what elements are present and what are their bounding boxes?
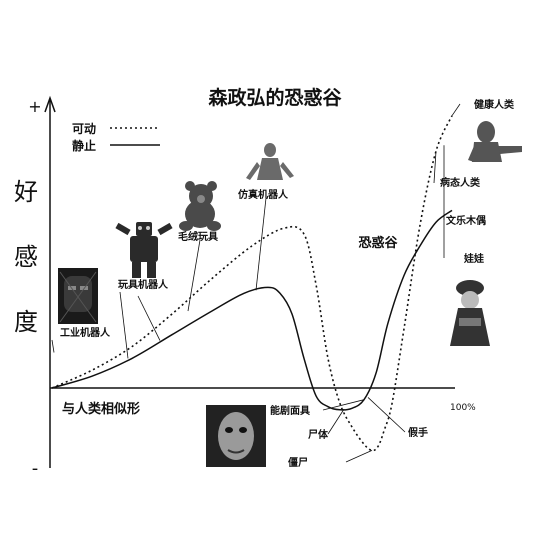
valley-label: 恐惑谷 — [358, 235, 398, 251]
annotation-label: 毛绒玩具 — [178, 230, 218, 243]
x-axis-label: 与人类相似形 — [62, 401, 140, 417]
annotation-label: 文乐木偶 — [446, 214, 486, 227]
annotation-label: 工业机器人 — [60, 326, 111, 339]
y-axis-arrow — [44, 95, 56, 113]
y-axis-label-char: 度 — [14, 308, 38, 336]
y-axis-label-char: 好 — [14, 178, 38, 206]
chart-title: 森政弘的恐惑谷 — [208, 86, 342, 109]
x-end-label: 100% — [450, 403, 476, 413]
y-plus-label: + — [28, 97, 41, 116]
annotation-label: 娃娃 — [463, 252, 484, 265]
annotation-label: 病态人类 — [440, 176, 480, 189]
zombie-photo — [206, 405, 266, 467]
annotation-label: 健康人类 — [474, 98, 514, 111]
annotation-leader-line — [187, 239, 201, 312]
annotation-leader-line — [367, 397, 406, 433]
annotation-label: 僵尸 — [288, 456, 308, 469]
annotation-leader-line — [451, 103, 461, 116]
annotation-label: 玩具机器人 — [118, 278, 169, 291]
annotation-leader-line — [322, 399, 365, 411]
toy-robot-figure — [115, 222, 173, 278]
y-axis-label: 好感度 — [14, 178, 38, 336]
y-minus-label: - — [32, 458, 39, 479]
teddy-bear-figure — [179, 181, 221, 231]
annotation-leader-line — [327, 408, 345, 435]
series-layer — [51, 115, 453, 452]
legend-label-moving: 可动 — [72, 122, 96, 136]
annotation-label: 仿真机器人 — [238, 188, 289, 201]
series-line-moving — [51, 115, 453, 452]
humanoid-robot-figure — [246, 143, 294, 180]
annotation-label: 假手 — [408, 426, 428, 439]
annotation-leader-line — [255, 197, 267, 291]
y-axis-label-char: 感 — [14, 243, 38, 271]
picture-layer — [58, 121, 522, 467]
annotation-label: 尸体 — [308, 428, 329, 441]
annotation-leader-line — [433, 151, 437, 184]
annotation-leader-line — [51, 339, 55, 353]
healthy-human-figure — [468, 121, 522, 162]
doll-figure — [450, 280, 490, 346]
annotation-leader-line — [137, 295, 161, 341]
annotation-leader-line — [345, 450, 373, 463]
annotation-label: 能剧面具 — [270, 404, 310, 417]
series-line-still — [51, 209, 453, 411]
annotation-leader-line — [119, 291, 129, 359]
legend-label-still: 静止 — [72, 138, 96, 153]
industrial-robot-photo — [58, 268, 98, 324]
